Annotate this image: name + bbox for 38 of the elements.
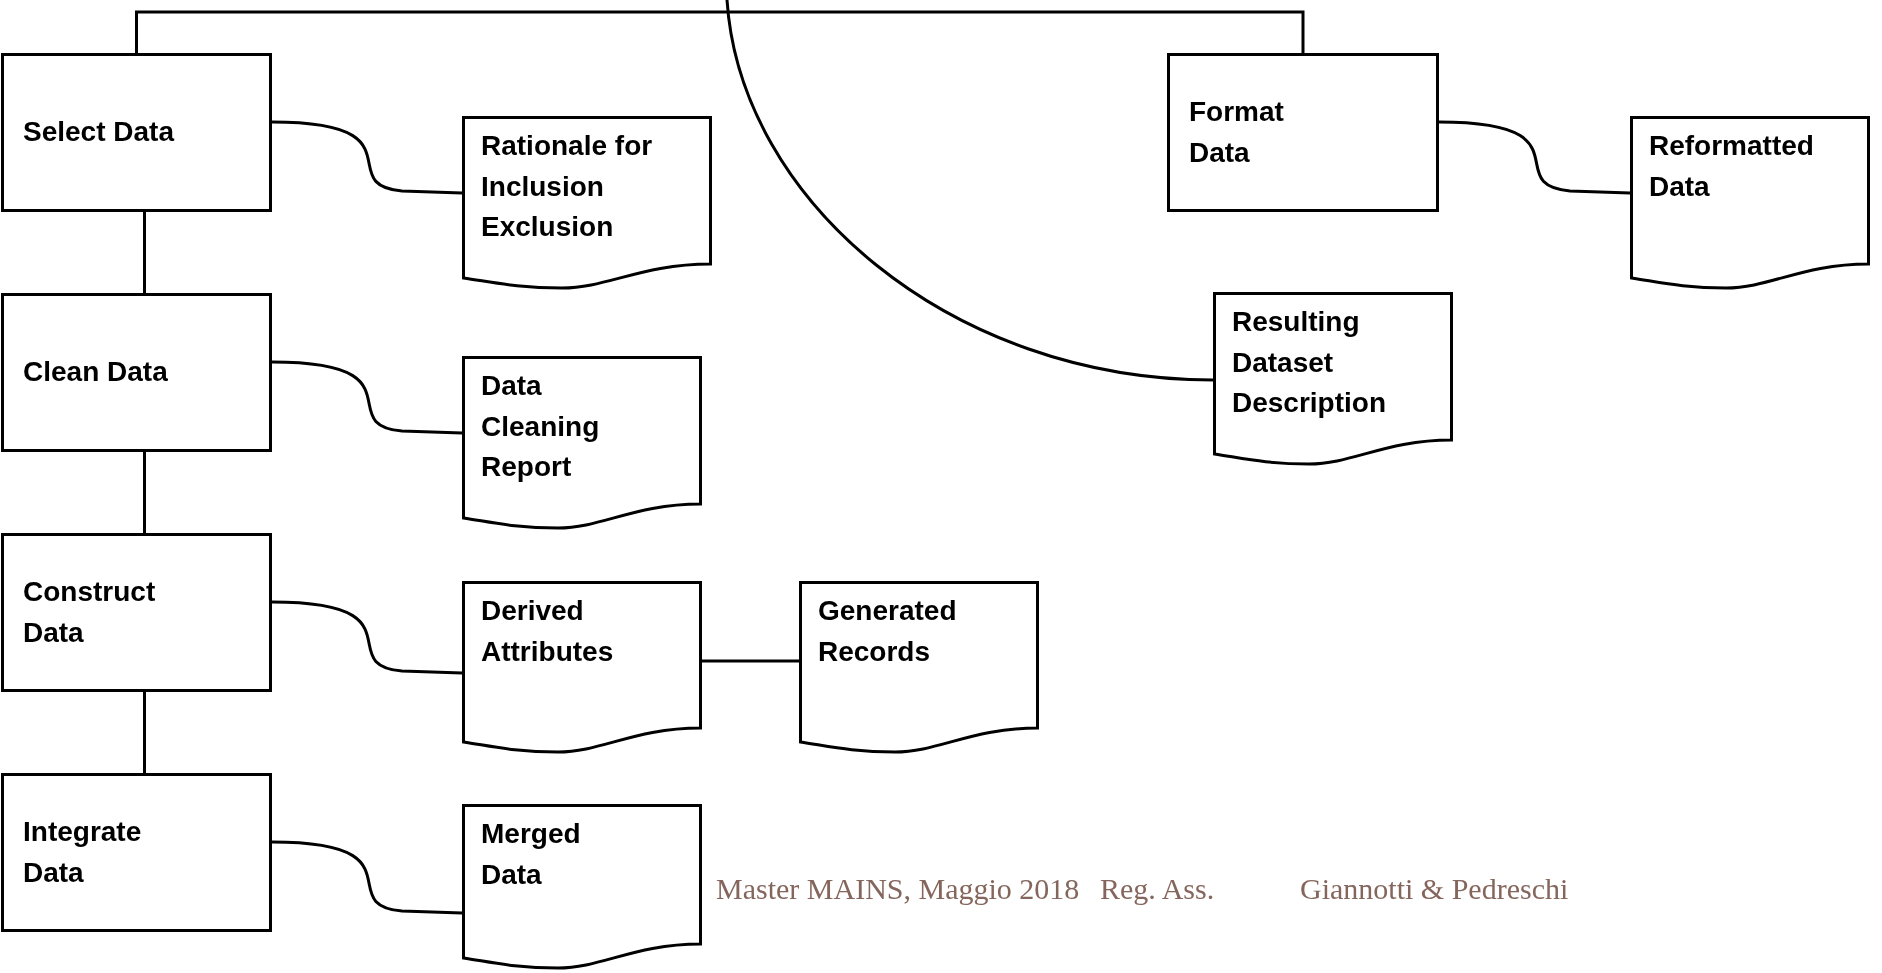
node-label: Construct Data — [23, 574, 157, 650]
document-shape — [462, 356, 702, 530]
connector-line — [702, 659, 799, 663]
connector-line — [135, 10, 1305, 53]
node-label: Rationale for Inclusion Exclusion — [481, 129, 654, 245]
connector-line — [725, 0, 1214, 382]
connector-line — [271, 840, 463, 915]
connector-line — [271, 600, 463, 675]
document-shape — [799, 581, 1039, 754]
node-label: Reformatted Data — [1649, 129, 1815, 204]
footer-text: Giannotti & Pedreschi — [1300, 872, 1569, 906]
footer-text: Reg. Ass. — [1100, 872, 1215, 906]
connector-line — [143, 692, 146, 773]
connector-line — [1438, 120, 1631, 195]
process-box — [1, 53, 272, 212]
node-label: Format Data — [1189, 94, 1285, 170]
connector-line — [143, 212, 146, 293]
connector-line — [271, 360, 463, 435]
node-label: Merged Data — [481, 817, 582, 892]
node-label: Data Cleaning Report — [481, 369, 601, 485]
node-label: Integrate Data — [23, 814, 143, 890]
document-shape — [1213, 292, 1453, 466]
document-shape — [1630, 116, 1870, 290]
process-box — [1, 773, 272, 932]
document-shape — [462, 581, 702, 754]
node-label: Resulting Dataset Description — [1232, 305, 1388, 421]
connector-line — [143, 452, 146, 533]
node-label: Select Data — [23, 115, 176, 150]
document-shape — [462, 804, 702, 970]
process-box — [1167, 53, 1439, 212]
node-label: Generated Records — [818, 594, 958, 669]
node-label: Clean Data — [23, 355, 169, 390]
process-box — [1, 533, 272, 692]
process-box — [1, 293, 272, 452]
document-shape — [462, 116, 712, 290]
connector-line — [271, 120, 463, 195]
footer-text: Master MAINS, Maggio 2018 — [716, 872, 1080, 906]
node-label: Derived Attributes — [481, 594, 615, 669]
